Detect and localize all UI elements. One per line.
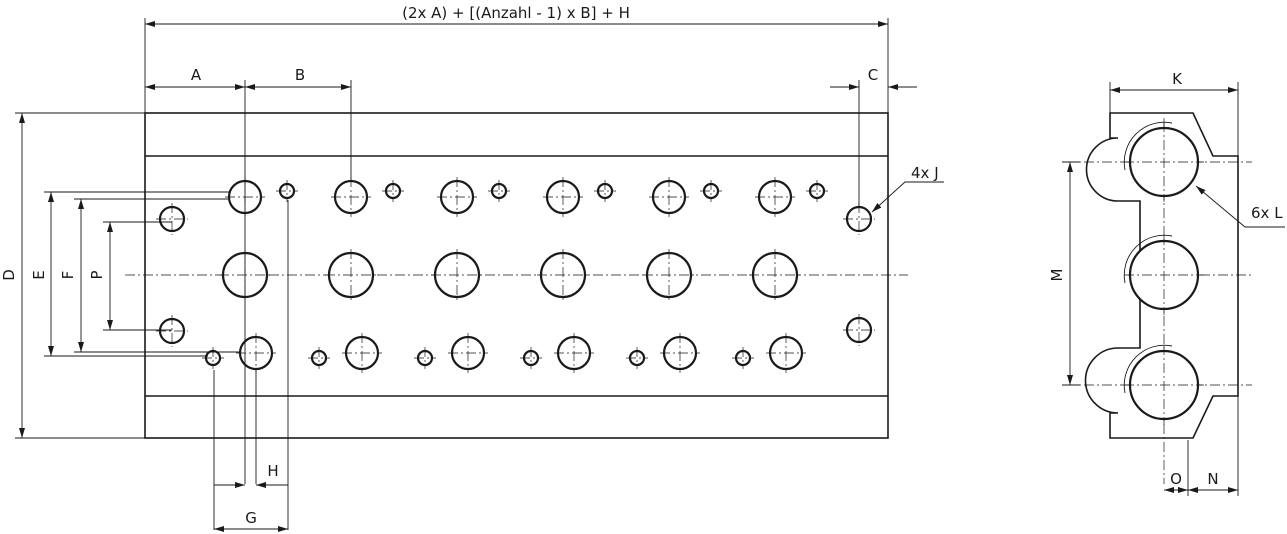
mounting-hole	[156, 203, 188, 235]
label-g: G	[245, 509, 257, 527]
label-k: K	[1172, 70, 1183, 88]
top-port-hole	[543, 177, 583, 217]
main-port-hole	[537, 249, 589, 301]
top-pilot-hole	[806, 180, 828, 202]
label-j: 4x J	[911, 164, 939, 182]
side-port-hole	[1124, 122, 1204, 202]
bottom-pilot-hole	[202, 347, 224, 369]
bottom-port-hole	[236, 333, 276, 373]
label-n: N	[1207, 470, 1218, 488]
label-total-length: (2x A) + [(Anzahl - 1) x B] + H	[402, 4, 630, 22]
top-pilot-hole	[382, 180, 404, 202]
thread-arc	[1123, 344, 1173, 394]
label-f: F	[59, 271, 77, 280]
side-dimension-lines	[1062, 82, 1285, 496]
bottom-pilot-hole	[414, 347, 436, 369]
port-holes	[156, 177, 875, 373]
top-pilot-hole	[594, 180, 616, 202]
main-port-hole	[643, 249, 695, 301]
thread-arc	[1123, 121, 1173, 171]
mounting-hole	[843, 314, 875, 346]
label-o: O	[1170, 470, 1182, 488]
label-c: C	[868, 66, 878, 84]
label-a: A	[191, 66, 202, 84]
label-m: M	[1048, 269, 1066, 282]
main-port-hole	[325, 249, 377, 301]
front-view	[125, 112, 908, 439]
label-d: D	[0, 269, 18, 281]
top-port-hole	[331, 177, 371, 217]
label-h: H	[267, 462, 278, 480]
bottom-port-hole	[660, 333, 700, 373]
top-port-hole	[649, 177, 689, 217]
bottom-pilot-hole	[520, 347, 542, 369]
side-port-hole	[1124, 345, 1204, 425]
label-e: E	[30, 270, 48, 279]
bottom-port-hole	[342, 333, 382, 373]
bottom-port-hole	[554, 333, 594, 373]
top-pilot-hole	[488, 180, 510, 202]
dimension-labels: (2x A) + [(Anzahl - 1) x B] + H A B C D …	[0, 4, 939, 527]
thread-arc	[1123, 234, 1173, 284]
main-port-hole	[749, 249, 801, 301]
label-b: B	[295, 66, 305, 84]
mounting-hole	[156, 315, 188, 347]
main-port-hole	[431, 249, 483, 301]
side-port-hole	[1124, 235, 1204, 315]
bottom-port-hole	[766, 333, 806, 373]
side-port-holes	[1123, 121, 1204, 425]
bottom-pilot-hole	[308, 347, 330, 369]
side-view	[1066, 112, 1252, 484]
dimension-lines	[19, 21, 944, 532]
top-pilot-hole	[700, 180, 722, 202]
label-l: 6x L	[1251, 204, 1283, 222]
side-labels: K M 6x L O N	[1048, 70, 1283, 488]
top-port-hole	[437, 177, 477, 217]
bottom-pilot-hole	[626, 347, 648, 369]
extension-lines	[15, 18, 889, 530]
bottom-port-hole	[448, 333, 488, 373]
top-pilot-hole	[276, 180, 298, 202]
label-p: P	[88, 270, 106, 279]
bottom-pilot-hole	[732, 347, 754, 369]
top-port-hole	[755, 177, 795, 217]
